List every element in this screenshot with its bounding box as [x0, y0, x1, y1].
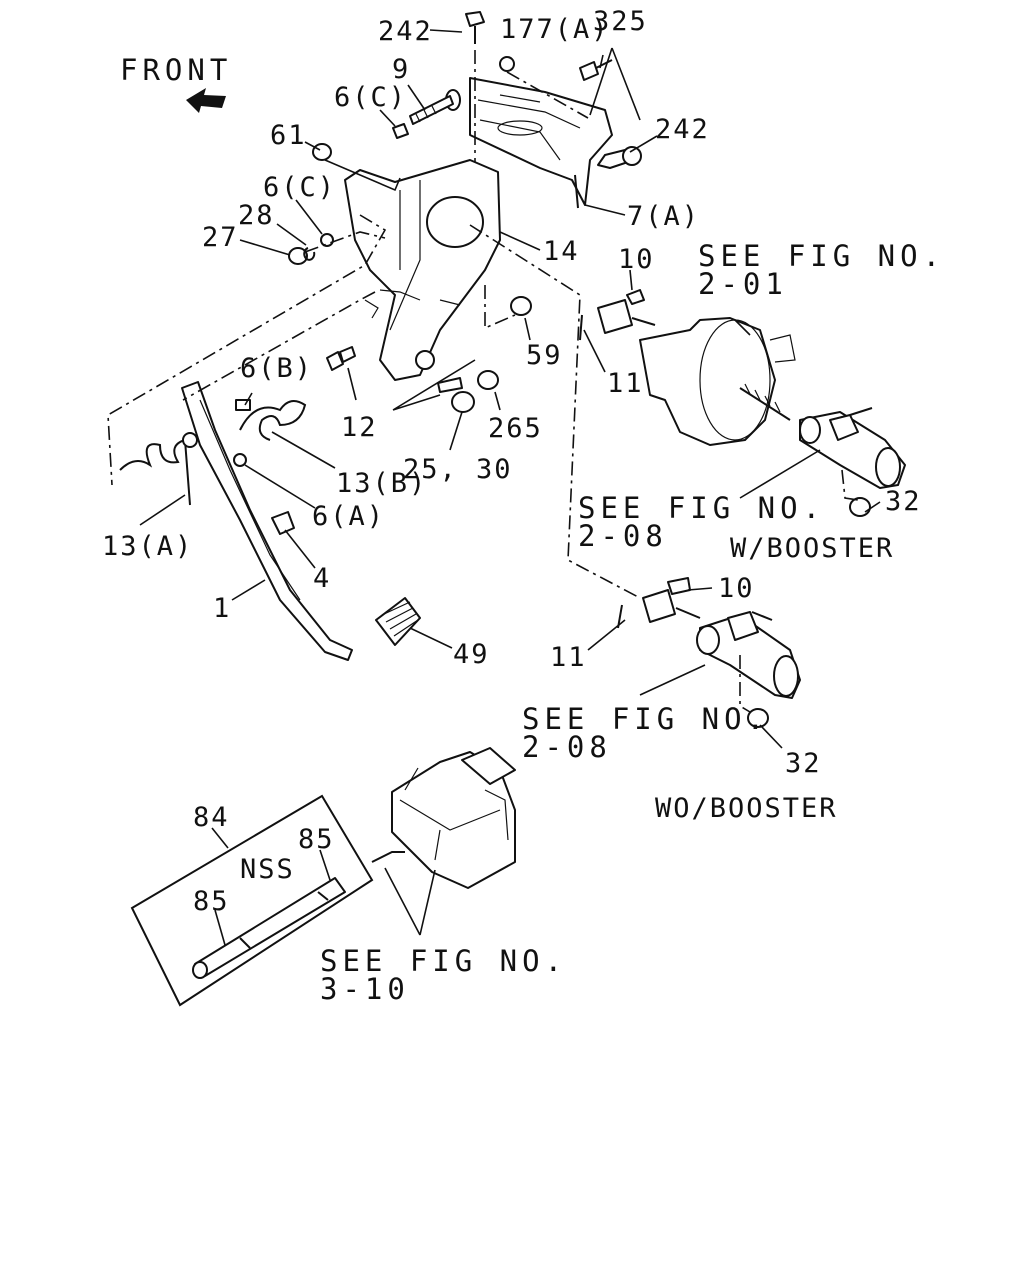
label-10-top: 10	[618, 244, 655, 275]
ref-fig-2-08a-line2: 2-08	[578, 519, 668, 553]
label-11-top: 11	[607, 368, 644, 399]
ref-fig-2-08a-line1: SEE FIG NO.	[578, 491, 825, 525]
label-28: 28	[238, 200, 275, 231]
spring-13b	[239, 400, 307, 441]
label-325: 325	[593, 6, 648, 37]
label-12: 12	[341, 412, 378, 443]
label-7a: 7(A)	[627, 201, 700, 232]
brake-booster	[639, 317, 796, 446]
ref-fig-3-10-line2: 3-10	[320, 972, 410, 1006]
label-1: 1	[213, 593, 231, 624]
bush-6a-icon	[233, 453, 247, 467]
nut-265	[477, 370, 499, 390]
bolt-242-top	[465, 11, 485, 44]
ref-line-pedal	[182, 291, 376, 401]
nut-177a	[499, 56, 515, 72]
bolt-9	[409, 89, 461, 125]
variant-without-booster: WO/BOOSTER	[655, 793, 838, 824]
nut-59	[510, 296, 532, 316]
switch-lower	[617, 577, 701, 629]
label-59: 59	[526, 340, 563, 371]
clip-6b-icon	[235, 399, 251, 411]
ref-line-32b	[739, 655, 751, 713]
label-13b: 13(B)	[336, 468, 427, 499]
ref-fig-2-08b-line2: 2-08	[522, 730, 612, 764]
label-242-top: 242	[378, 16, 433, 47]
label-177a: 177(A)	[500, 14, 610, 45]
master-cylinder-no-booster	[696, 611, 801, 728]
label-13a: 13(A)	[102, 531, 193, 562]
label-49: 49	[453, 639, 490, 670]
nut-61	[312, 143, 332, 161]
label-61: 61	[270, 120, 307, 151]
return-spring-13a	[119, 438, 191, 506]
ref-line-switch	[469, 224, 641, 599]
front-arrow-icon	[186, 88, 226, 113]
switch-4-icon	[271, 511, 295, 535]
ref-line-59	[484, 285, 516, 330]
label-6c-top: 6(C)	[334, 82, 407, 113]
label-6b: 6(B)	[240, 353, 313, 384]
washers-27-28-6c	[288, 233, 334, 265]
bolt-265-shaft	[437, 377, 463, 393]
pedal-pad	[375, 597, 421, 646]
fluid-reservoir	[371, 747, 516, 889]
master-cylinder-booster	[799, 407, 906, 517]
clutch-pedal-arm	[181, 381, 353, 661]
label-4: 4	[313, 563, 331, 594]
label-9: 9	[392, 54, 410, 85]
switch-upper	[579, 289, 656, 341]
nut-6c-top	[392, 123, 409, 139]
ref-fig-2-08b-line1: SEE FIG NO.	[522, 702, 769, 736]
label-265: 265	[488, 413, 543, 444]
label-242-right: 242	[655, 114, 710, 145]
label-11-bottom: 11	[550, 642, 587, 673]
bolt-242-right	[597, 146, 642, 169]
label-85-right: 85	[298, 824, 335, 855]
variant-with-booster: W/BOOSTER	[730, 533, 894, 564]
pedal-bracket	[344, 159, 501, 381]
label-85-left: 85	[193, 886, 230, 917]
hose-kit-box	[130, 794, 374, 1007]
label-32-top: 32	[885, 486, 922, 517]
label-27: 27	[202, 222, 239, 253]
label-nss: NSS	[240, 854, 295, 885]
mounting-bracket	[469, 77, 613, 209]
label-10-bottom: 10	[718, 573, 755, 604]
ref-fig-2-01-line2: 2-01	[698, 267, 788, 301]
label-25-30: 25, 30	[403, 454, 513, 485]
ref-line-32a	[841, 469, 859, 501]
bolt-325	[579, 59, 613, 81]
ref-line-bracket	[107, 214, 387, 486]
ref-line-bolt-177	[506, 71, 589, 119]
label-84: 84	[193, 802, 230, 833]
ref-fig-2-01-line1: SEE FIG NO.	[698, 239, 945, 273]
ref-fig-3-10-line1: SEE FIG NO.	[320, 944, 567, 978]
front-label: FRONT	[120, 53, 232, 87]
bush-25-30	[451, 391, 475, 413]
label-6c-mid: 6(C)	[263, 172, 336, 203]
bush-icon	[182, 432, 198, 448]
label-6a: 6(A)	[312, 501, 385, 532]
bolt-12	[326, 346, 356, 371]
ref-line-washers	[304, 231, 386, 253]
label-32-bottom: 32	[785, 748, 822, 779]
label-14: 14	[543, 236, 580, 267]
